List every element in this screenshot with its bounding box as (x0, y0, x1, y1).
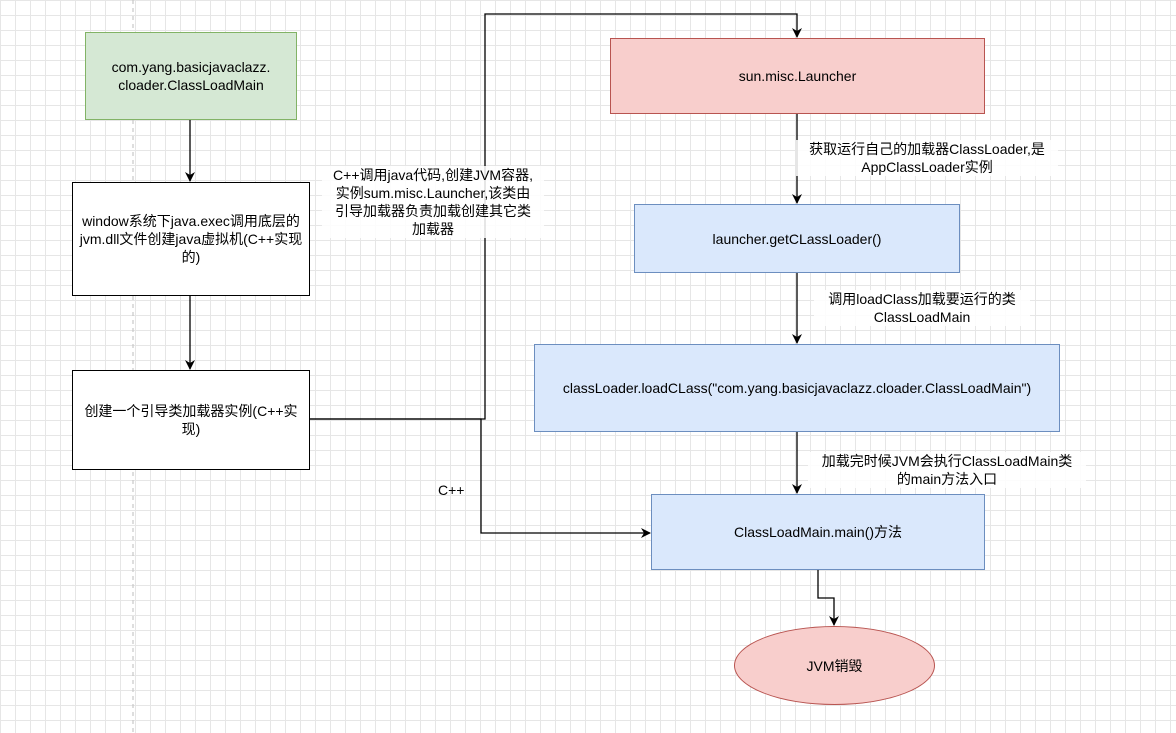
label-cpp: C++ (438, 482, 465, 498)
node-load-class[interactable]: classLoader.loadCLass("com.yang.basicjav… (534, 344, 1060, 432)
edge-bootstrap-to-main (310, 418, 651, 538)
edge-main-to-destroy (817, 570, 839, 626)
label-call-load-class: 调用loadClass加载要运行的类 ClassLoadMain (814, 290, 1030, 326)
label-get-app-loader: 获取运行自己的加载器ClassLoader,是 AppClassLoader实例 (796, 140, 1058, 176)
node-main-class[interactable]: com.yang.basicjavaclazz. cloader.ClassLo… (85, 32, 297, 120)
node-main-method[interactable]: ClassLoadMain.main()方法 (651, 494, 985, 570)
node-get-classloader[interactable]: launcher.getCLassLoader() (634, 204, 960, 273)
node-bootstrap-loader[interactable]: 创建一个引导类加载器实例(C++实现) (72, 370, 310, 470)
node-launcher[interactable]: sun.misc.Launcher (610, 38, 985, 114)
node-window-exec[interactable]: window系统下java.exec调用底层的jvm.dll文件创建java虚拟… (72, 182, 310, 296)
label-exec-main: 加载完时候JVM会执行ClassLoadMain类 的main方法入口 (808, 452, 1086, 488)
node-jvm-destroy[interactable]: JVM销毁 (734, 626, 935, 705)
label-cpp-call: C++调用java代码,创建JVM容器, 实例sum.misc.Launcher… (322, 166, 544, 238)
